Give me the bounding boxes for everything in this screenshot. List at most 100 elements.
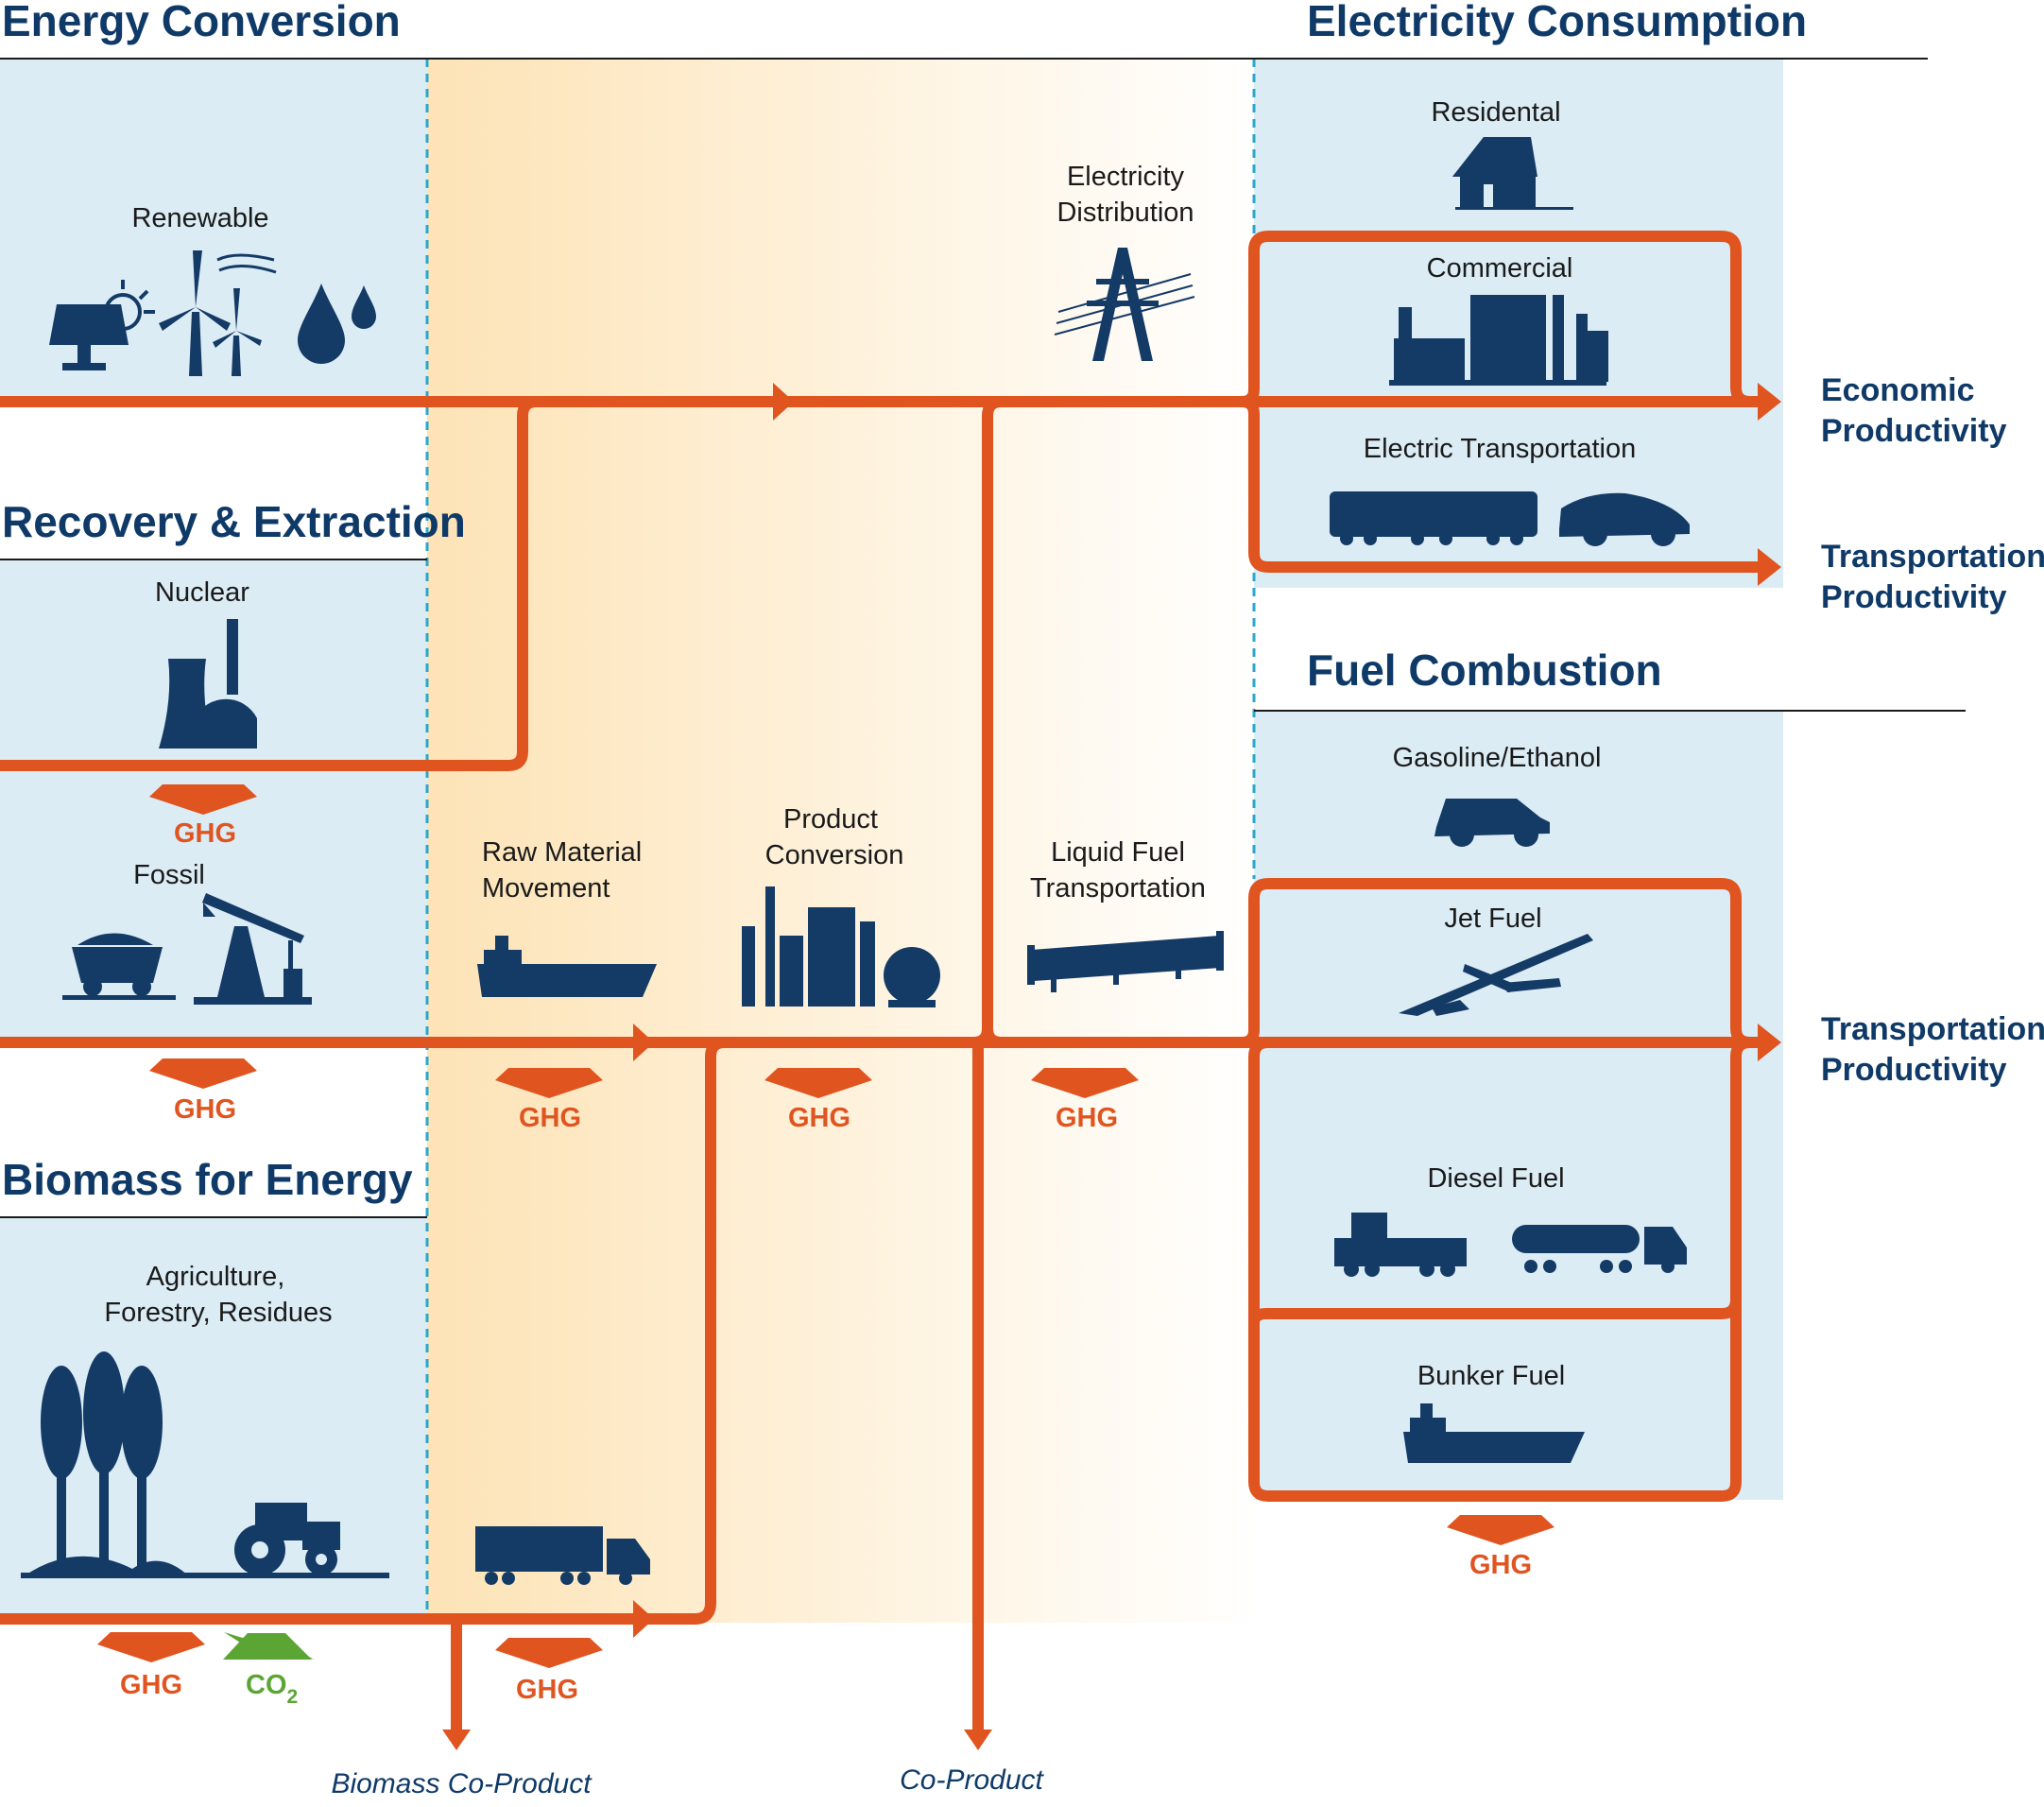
label-forestry-residues: Forestry, Residues xyxy=(104,1298,332,1328)
label-electricity-distribution-2: Distribution xyxy=(1056,198,1194,228)
label-liquid-fuel-1: Liquid Fuel xyxy=(1051,837,1185,868)
water-drops-icon xyxy=(298,284,376,364)
flow-diesel-bottom xyxy=(1248,1299,1742,1324)
flow-commercial-loop xyxy=(1241,231,1751,407)
locomotive-icon xyxy=(1334,1213,1467,1277)
house-icon xyxy=(1452,137,1573,210)
heading-biomass-for-energy: Biomass for Energy xyxy=(2,1155,413,1204)
ghg-label: GHG xyxy=(174,818,236,849)
flow-lines xyxy=(0,231,1758,1730)
label-liquid-fuel-2: Transportation xyxy=(1030,873,1206,904)
label-gasoline-ethanol: Gasoline/Ethanol xyxy=(1393,743,1602,773)
heading-electricity-consumption: Electricity Consumption xyxy=(1307,0,1807,45)
heading-recovery-extraction: Recovery & Extraction xyxy=(2,497,466,546)
output-transport1-line1: Transportation xyxy=(1821,539,2044,575)
ghg-label: GHG xyxy=(788,1103,850,1133)
arrow-electricity-mid xyxy=(773,383,794,421)
ghg-arrow-icon xyxy=(495,1068,603,1098)
ghg-label: GHG xyxy=(120,1670,182,1700)
flow-jet-loop xyxy=(1241,878,1751,1048)
label-commercial: Commercial xyxy=(1427,253,1573,284)
arrow-coproduct xyxy=(964,1730,992,1750)
tanker-truck-icon xyxy=(1512,1225,1687,1273)
label-jet-fuel: Jet Fuel xyxy=(1444,904,1541,934)
co2-arrow-up-icon xyxy=(223,1633,312,1660)
pipeline-icon xyxy=(1027,931,1224,992)
ghg-arrow-icon xyxy=(149,784,257,815)
ghg-label: GHG xyxy=(519,1103,581,1133)
factory-building-icon xyxy=(1389,295,1608,386)
label-bunker-fuel: Bunker Fuel xyxy=(1417,1361,1565,1391)
ghg-biomass: GHG xyxy=(97,1632,205,1700)
heading-energy-conversion: Energy Conversion xyxy=(2,0,401,45)
output-economic-line2: Productivity xyxy=(1821,413,2007,449)
ghg-arrow-icon xyxy=(149,1058,257,1089)
arrow-fuel-mid xyxy=(633,1024,654,1061)
ghg-label: GHG xyxy=(516,1675,578,1705)
trees-icon xyxy=(21,1351,389,1578)
label-residental: Residental xyxy=(1431,97,1560,128)
output-transport2-line1: Transportation xyxy=(1821,1011,2044,1047)
label-agriculture: Agriculture, xyxy=(146,1262,285,1292)
arrow-transportation-productivity-2 xyxy=(1758,1024,1781,1061)
arrow-economic-productivity xyxy=(1758,383,1781,421)
oil-pump-icon xyxy=(194,893,312,1005)
coal-cart-icon xyxy=(62,933,176,1000)
ghg-label: GHG xyxy=(1056,1103,1118,1133)
label-raw-material-2: Movement xyxy=(482,873,610,904)
cargo-ship-icon xyxy=(1403,1403,1585,1463)
ghg-label: GHG xyxy=(1469,1550,1532,1580)
ghg-arrow-icon xyxy=(764,1068,872,1098)
ghg-liquid-fuel: GHG xyxy=(1031,1068,1139,1133)
ship-icon xyxy=(477,936,657,997)
refinery-icon xyxy=(742,886,940,1007)
flow-biomass xyxy=(0,1037,726,1625)
heading-fuel-combustion: Fuel Combustion xyxy=(1307,645,1662,695)
consumer-labels: Residental Commercial Electric Transport… xyxy=(1364,97,1637,1391)
ghg-arrow-icon xyxy=(97,1632,205,1662)
label-product-conversion-2: Conversion xyxy=(765,840,904,870)
ghg-fuel-combustion: GHG xyxy=(1447,1515,1554,1580)
output-transport1-line2: Productivity xyxy=(1821,579,2007,615)
output-biomass-coproduct: Biomass Co-Product xyxy=(331,1768,593,1799)
airplane-icon xyxy=(1399,934,1593,1016)
ghg-label: GHG xyxy=(174,1094,236,1125)
output-coproduct: Co-Product xyxy=(900,1764,1044,1796)
label-raw-material-1: Raw Material xyxy=(482,837,642,868)
output-labels: Economic Productivity Transportation Pro… xyxy=(331,372,2044,1799)
section-headings: Energy Conversion Electricity Consumptio… xyxy=(0,0,1966,1218)
arrowheads xyxy=(442,383,1781,1750)
nuclear-plant-icon xyxy=(159,619,257,749)
label-nuclear: Nuclear xyxy=(155,577,249,608)
flow-vertical-right-curve xyxy=(982,416,1003,1048)
output-economic-line1: Economic xyxy=(1821,372,1974,408)
stage-labels: Raw Material Movement Product Conversion… xyxy=(482,162,1206,904)
flow-electric-transport xyxy=(1241,396,1758,573)
power-tower-icon xyxy=(1054,248,1195,361)
output-transport2-line2: Productivity xyxy=(1821,1052,2007,1088)
ghg-arrow-icon xyxy=(1447,1515,1554,1545)
label-diesel-fuel: Diesel Fuel xyxy=(1427,1163,1564,1194)
ghg-biomass-transport: GHG xyxy=(495,1638,603,1705)
ghg-nuclear: GHG xyxy=(149,784,257,849)
ghg-product-conversion: GHG xyxy=(764,1068,872,1133)
arrow-biomass-mid xyxy=(633,1600,654,1638)
ghg-fossil: GHG xyxy=(149,1058,257,1125)
co2-uptake: CO2 xyxy=(223,1632,315,1708)
flow-join-upper xyxy=(982,396,1003,417)
flow-bunker-loop xyxy=(1248,1037,1751,1502)
train-icon xyxy=(1330,491,1537,545)
ghg-arrow-icon xyxy=(1031,1068,1139,1098)
arrow-transportation-productivity-1 xyxy=(1758,548,1781,586)
ghg-arrow-icon xyxy=(495,1638,603,1668)
ghg-raw-material: GHG xyxy=(495,1068,603,1133)
arrow-biomass-coproduct xyxy=(442,1730,471,1750)
tractor-icon xyxy=(234,1503,340,1575)
label-fossil: Fossil xyxy=(133,860,205,890)
solar-panel-icon xyxy=(49,280,155,370)
transition-band xyxy=(427,59,1259,1623)
label-electric-transportation: Electric Transportation xyxy=(1364,434,1637,464)
label-renewable: Renewable xyxy=(131,203,268,233)
